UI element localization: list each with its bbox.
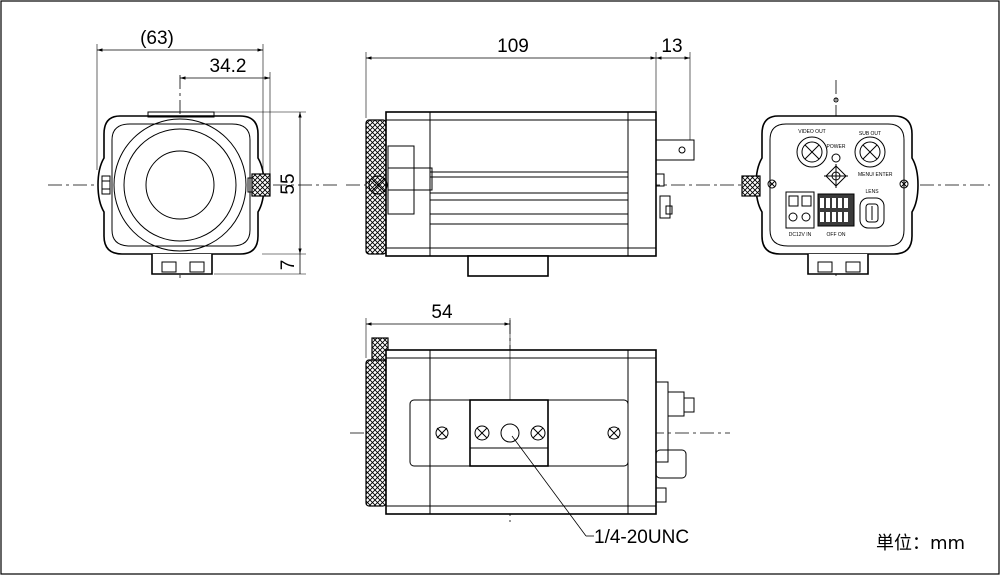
label-off-on: OFF ON — [827, 232, 846, 238]
label-sub-out: SUB OUT — [859, 131, 881, 137]
front-body-outline — [97, 115, 265, 255]
bottom-knurl-ring — [365, 359, 387, 507]
power-led-icon — [831, 153, 841, 163]
front-view: (63) 34.2 55 7 — [48, 28, 340, 278]
side-mount-block — [467, 255, 549, 277]
dim-front-width-total: (63) — [140, 28, 174, 49]
dim-front-height: 55 — [278, 173, 299, 194]
dim-side-length: 109 — [497, 36, 529, 57]
dim-side-connector: 13 — [661, 36, 682, 57]
side-view: 109 13 — [346, 36, 720, 277]
tripod-foot — [151, 254, 213, 275]
mount-plate — [469, 399, 549, 467]
lens-connector-icon — [859, 197, 885, 229]
screw-icon — [101, 175, 111, 195]
lens-mount-ring — [123, 128, 237, 242]
side-body — [385, 111, 657, 257]
screw-icon — [530, 425, 546, 441]
dim-bottom-mount-offset: 54 — [431, 302, 453, 323]
bnc-connector-icon — [854, 136, 886, 168]
screw-icon — [767, 179, 777, 189]
thread-callout-label: 1/4-20UNC — [594, 527, 689, 548]
terminal-block-icon — [785, 191, 815, 229]
screw-icon — [368, 175, 388, 195]
screw-icon — [474, 425, 490, 441]
bottom-view: 54 1/4-20UNC — [350, 302, 730, 548]
rear-foot — [807, 254, 869, 275]
joystick-icon — [824, 164, 848, 188]
bnc-connector-icon — [667, 391, 695, 417]
label-power: POWER — [827, 144, 846, 150]
rear-view: VIDEO OUT SUB OUT POWER MENU/ ENTER LENS… — [720, 80, 990, 280]
screw-icon — [247, 173, 271, 197]
dim-front-width-half: 34.2 — [210, 56, 247, 77]
rear-connector — [655, 139, 695, 161]
mount-hole-icon — [500, 423, 520, 443]
label-menu-enter: MENU/ ENTER — [858, 172, 893, 178]
dip-switch-icon — [817, 193, 855, 227]
label-lens: LENS — [865, 189, 879, 195]
screw-icon — [899, 179, 909, 189]
screw-icon — [371, 337, 389, 361]
screw-icon — [435, 426, 449, 440]
bnc-connector-icon — [796, 136, 828, 168]
dim-front-foot: 7 — [278, 260, 299, 271]
lens-opening — [145, 150, 215, 220]
lens-outer-ring — [113, 118, 247, 252]
screw-icon — [607, 426, 621, 440]
label-dc12v-in: DC12V IN — [789, 232, 812, 238]
screw-icon — [741, 175, 761, 197]
unit-note: 単位：mm — [876, 533, 965, 554]
label-video-out: VIDEO OUT — [798, 129, 826, 135]
thread-callout-leader — [511, 435, 587, 537]
